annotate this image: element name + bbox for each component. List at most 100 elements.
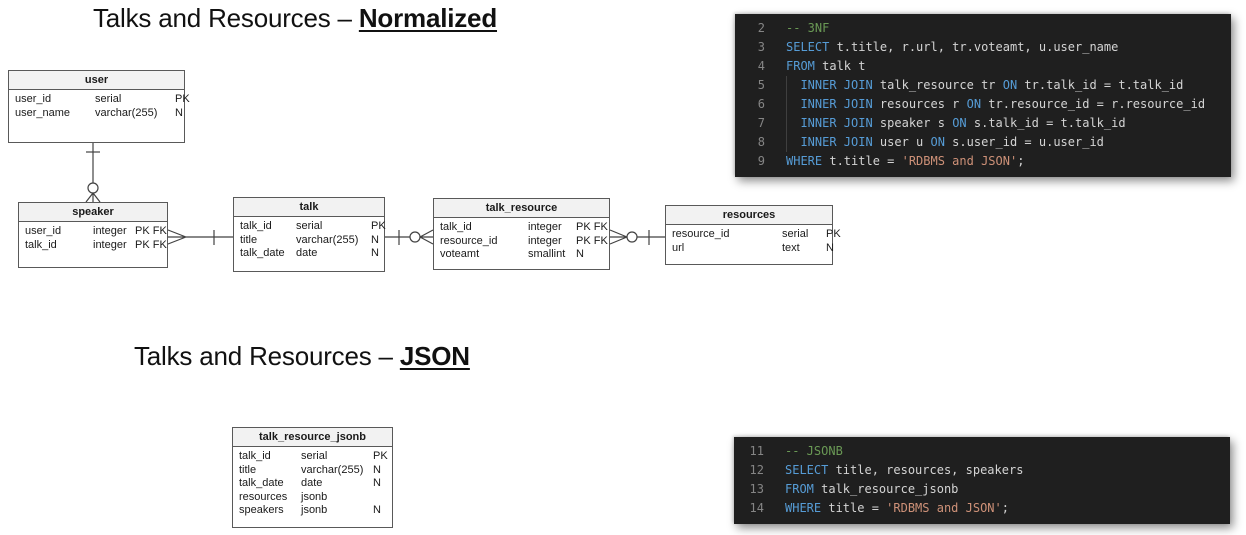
column-name: talk_id	[240, 220, 272, 232]
column-name: title	[239, 463, 257, 476]
section-title-json: Talks and Resources – JSON	[134, 341, 470, 372]
entity-column-row: talk_date date N	[234, 247, 384, 261]
column-name: resource_id	[672, 228, 730, 240]
code-text: INNER JOIN resources r ON tr.resource_id…	[765, 95, 1205, 114]
column-type: date	[301, 477, 323, 489]
entity-speaker: speaker user_id integer PK FK talk_id in…	[18, 202, 168, 268]
code-text: WHERE title = 'RDBMS and JSON';	[764, 499, 1009, 518]
entity-talk-title: talk	[234, 198, 384, 217]
entity-column-row: talk_id integer PK FK	[19, 239, 167, 253]
column-flags: N	[175, 106, 183, 119]
entity-column-row: user_id serial PK	[9, 93, 190, 107]
code-text: FROM talk_resource_jsonb	[764, 480, 958, 499]
token-comment: -- 3NF	[786, 21, 830, 35]
column-flags: PK FK	[576, 234, 608, 247]
token-kw: FROM	[786, 59, 815, 73]
token-kw: WHERE	[785, 501, 822, 515]
column-type: integer	[93, 225, 127, 237]
token-plain: tr.resource_id = r.resource_id	[981, 97, 1206, 111]
section-title-normalized: Talks and Resources – Normalized	[93, 3, 497, 34]
relationship-speaker-talk	[167, 229, 233, 245]
code-line: 8 INNER JOIN user u ON s.user_id = u.use…	[743, 133, 1223, 152]
token-kw: FROM	[785, 482, 814, 496]
column-type: varchar(255)	[95, 106, 158, 119]
code-line: 2-- 3NF	[743, 19, 1223, 38]
entity-column-row: resource_id serial PK	[666, 228, 841, 242]
code-text: INNER JOIN talk_resource tr ON tr.talk_i…	[765, 76, 1183, 95]
entity-column-row: voteamt smallint N	[434, 248, 609, 262]
column-type: integer	[528, 234, 562, 247]
section-title-prefix: Talks and Resources –	[93, 3, 359, 33]
section-title-emphasis: Normalized	[358, 3, 498, 33]
token-plain: talk_resource_jsonb	[813, 482, 959, 496]
column-flags: N	[371, 247, 379, 259]
token-plain: speaker s	[872, 116, 953, 130]
line-number: 11	[749, 444, 764, 458]
entity-column-row: user_id integer PK FK	[19, 225, 167, 239]
column-name: resource_id	[440, 234, 498, 247]
token-plain: title =	[821, 501, 887, 515]
entity-user-body: user_id serial PK user_name varchar(255)…	[9, 90, 190, 120]
token-kw: WHERE	[786, 154, 823, 168]
token-plain: user u	[872, 135, 931, 149]
token-str: 'RDBMS and JSON'	[901, 154, 1018, 168]
column-type: integer	[93, 238, 127, 251]
entity-column-row: talk_id serial PK	[234, 220, 386, 234]
column-type: text	[782, 241, 800, 254]
entity-talk-resource: talk_resource talk_id integer PK FK reso…	[433, 198, 610, 270]
token-plain: talk_resource tr	[872, 78, 1003, 92]
entity-talk-resource-title: talk_resource	[434, 199, 609, 218]
column-type: integer	[528, 221, 562, 233]
relationship-user-speaker	[85, 143, 101, 203]
entity-talk: talk talk_id serial PK title varchar(255…	[233, 197, 386, 272]
entity-column-row: speakers jsonb N	[233, 504, 392, 518]
code-text: FROM talk t	[765, 57, 865, 76]
entity-column-row: talk_id serial PK	[233, 450, 392, 464]
column-flags: PK FK	[576, 221, 608, 233]
code-text: SELECT t.title, r.url, tr.voteamt, u.use…	[765, 38, 1118, 57]
entity-talk-resource-jsonb: talk_resource_jsonb talk_id serial PK ti…	[232, 427, 393, 528]
line-number: 13	[749, 482, 764, 496]
column-flags: PK FK	[135, 238, 167, 251]
relationship-talkresource-resources	[609, 229, 665, 245]
line-number: 4	[757, 59, 765, 73]
token-kw: ON	[952, 116, 967, 130]
column-name: title	[240, 233, 258, 246]
column-name: speakers	[239, 504, 284, 516]
token-kw: INNER JOIN	[800, 97, 873, 111]
column-name: resources	[239, 490, 288, 503]
column-type: serial	[296, 220, 323, 232]
token-kw: INNER JOIN	[800, 116, 873, 130]
line-number: 8	[757, 135, 765, 149]
token-kw: ON	[1002, 78, 1018, 92]
token-kw: INNER JOIN	[800, 78, 873, 92]
column-type: date	[296, 247, 318, 259]
column-name: talk_date	[240, 247, 285, 259]
token-plain: t.title, r.url, tr.voteamt, u.user_name	[829, 40, 1119, 54]
entity-column-row: talk_date date N	[233, 477, 392, 491]
code-text: INNER JOIN speaker s ON s.talk_id = t.ta…	[765, 114, 1126, 133]
token-kw: INNER JOIN	[800, 135, 873, 149]
token-kw: ON	[930, 135, 945, 149]
entity-talk-resource-jsonb-body: talk_id serial PK title varchar(255) N t…	[233, 447, 392, 518]
column-flags: N	[371, 233, 379, 246]
token-kw: ON	[966, 97, 982, 111]
token-str: 'RDBMS and JSON'	[886, 501, 1002, 515]
column-type: jsonb	[301, 490, 328, 503]
column-type: varchar(255)	[296, 233, 359, 246]
column-flags: PK	[371, 220, 386, 232]
column-name: user_name	[15, 106, 71, 119]
token-kw: SELECT	[786, 40, 830, 54]
entity-speaker-body: user_id integer PK FK talk_id integer PK…	[19, 222, 167, 252]
entity-resources: resources resource_id serial PK url text…	[665, 205, 841, 265]
entity-talk-body: talk_id serial PK title varchar(255) N t…	[234, 217, 386, 261]
entity-talk-resource-jsonb-title: talk_resource_jsonb	[233, 428, 392, 447]
token-plain: talk t	[814, 59, 866, 73]
